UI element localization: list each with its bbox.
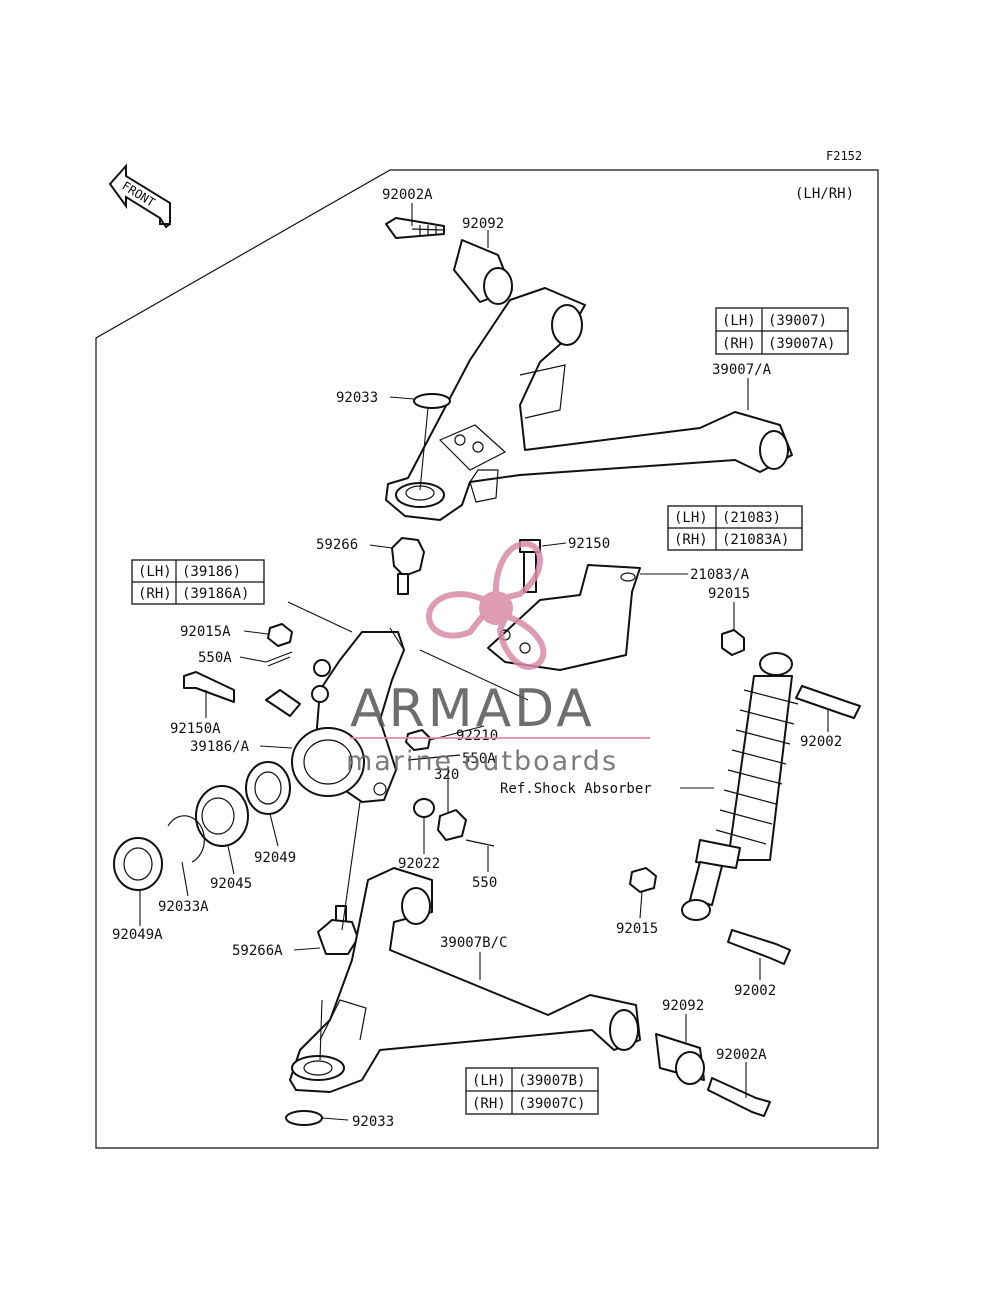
washer-92022 xyxy=(413,798,435,818)
label-92033-top: 92033 xyxy=(336,390,378,406)
steering-knuckle xyxy=(265,631,405,803)
side-note: (LH/RH) xyxy=(795,186,854,202)
nut-92015-right xyxy=(721,629,745,656)
label-92002-low: 92002 xyxy=(734,983,776,999)
label-92049: 92049 xyxy=(254,850,296,866)
table-cell: (RH) xyxy=(472,1096,506,1112)
label-39007A: 39007/A xyxy=(712,362,772,378)
table-cell: (LH) xyxy=(674,510,708,526)
label-ref-shock: Ref.Shock Absorber xyxy=(500,781,652,797)
label-92150A: 92150A xyxy=(170,721,221,737)
table-cell: (RH) xyxy=(138,586,172,602)
label-92015A: 92015A xyxy=(180,624,231,640)
label-92002A-top: 92002A xyxy=(382,187,433,203)
nut-92015A xyxy=(267,623,293,647)
table-21083: (LH) (21083) (RH) (21083A) xyxy=(667,505,803,551)
label-39186A: 39186/A xyxy=(190,739,250,755)
seal-92049 xyxy=(245,761,291,815)
watermark-title: ARMADA xyxy=(350,679,595,739)
table-cell: (39186A) xyxy=(182,586,249,602)
ball-joint-59266 xyxy=(391,537,425,595)
bolt-92150A xyxy=(183,671,235,703)
watermark: ARMADA marine outboards xyxy=(346,540,650,777)
label-550A-left: 550A xyxy=(198,650,232,666)
label-92092-top: 92092 xyxy=(462,216,504,232)
table-cell: (LH) xyxy=(722,313,756,329)
nut-92015-low xyxy=(629,867,657,893)
shock-absorber xyxy=(681,652,799,921)
label-92150: 92150 xyxy=(568,536,610,552)
label-92045: 92045 xyxy=(210,876,252,892)
label-59266A: 59266A xyxy=(232,943,283,959)
table-cell: (39007C) xyxy=(518,1096,585,1112)
watermark-subtitle: marine outboards xyxy=(346,746,618,777)
label-92015-right: 92015 xyxy=(708,586,750,602)
seal-92049A xyxy=(113,837,163,891)
label-92022: 92022 xyxy=(398,856,440,872)
label-92002-right: 92002 xyxy=(800,734,842,750)
nut-320 xyxy=(437,809,467,841)
table-cell: (21083) xyxy=(722,510,781,526)
bolt-92002A-low xyxy=(707,1077,771,1117)
front-arrow-icon: FRONT xyxy=(108,163,171,229)
leader-lines xyxy=(139,203,829,1121)
table-cell: (LH) xyxy=(138,564,172,580)
bolt-92002-low xyxy=(727,929,791,965)
table-39007: (LH) (39007) (RH) (39007A) xyxy=(715,307,849,355)
label-92015-low: 92015 xyxy=(616,921,658,937)
table-cell: (LH) xyxy=(472,1073,506,1089)
cotter-pin-550 xyxy=(465,839,495,847)
label-92033A: 92033A xyxy=(158,899,209,915)
bolt-92002A-top xyxy=(385,217,445,239)
label-92092-low: 92092 xyxy=(662,998,704,1014)
upper-a-arm xyxy=(385,287,793,521)
propeller-logo-icon xyxy=(426,540,547,670)
table-cell: (39007A) xyxy=(768,336,835,352)
table-cell: (21083A) xyxy=(722,532,789,548)
bearing-92045 xyxy=(195,785,249,847)
ring-92033-top xyxy=(413,393,451,409)
ring-92033-low xyxy=(285,1110,323,1126)
lower-a-arm xyxy=(289,867,641,1093)
snap-ring-92033A xyxy=(167,815,205,863)
nut-92210 xyxy=(405,729,431,751)
label-320: 320 xyxy=(434,767,459,783)
label-550: 550 xyxy=(472,875,497,891)
cotter-pin-550A-mid xyxy=(407,754,461,761)
table-cell: (39007) xyxy=(768,313,827,329)
table-cell: (RH) xyxy=(674,532,708,548)
ball-joint-59266A xyxy=(317,905,359,955)
diagram-frame xyxy=(95,169,879,1149)
table-39007B: (LH) (39007B) (RH) (39007C) xyxy=(465,1067,599,1115)
bushing-92092-top xyxy=(453,239,513,305)
bolt-92002-right xyxy=(795,685,861,719)
label-92033-low: 92033 xyxy=(352,1114,394,1130)
label-92210: 92210 xyxy=(456,728,498,744)
label-59266: 59266 xyxy=(316,537,358,553)
table-cell: (39186) xyxy=(182,564,241,580)
label-550A-mid: 550A xyxy=(462,751,496,767)
table-cell: (39007B) xyxy=(518,1073,585,1089)
label-21083A: 21083/A xyxy=(690,567,750,583)
label-92049A: 92049A xyxy=(112,927,163,943)
label-39007BC: 39007B/C xyxy=(440,935,507,951)
label-92002A-low: 92002A xyxy=(716,1047,767,1063)
table-cell: (RH) xyxy=(722,336,756,352)
bushing-92092-low xyxy=(655,1033,705,1085)
diagram-code: F2152 xyxy=(826,149,862,163)
table-39186: (LH) (39186) (RH) (39186A) xyxy=(131,559,265,605)
cotter-pin-550A-left xyxy=(265,651,293,667)
part-labels: 92002A 92092 39007/A 92033 59266 92150 2… xyxy=(112,187,842,1130)
